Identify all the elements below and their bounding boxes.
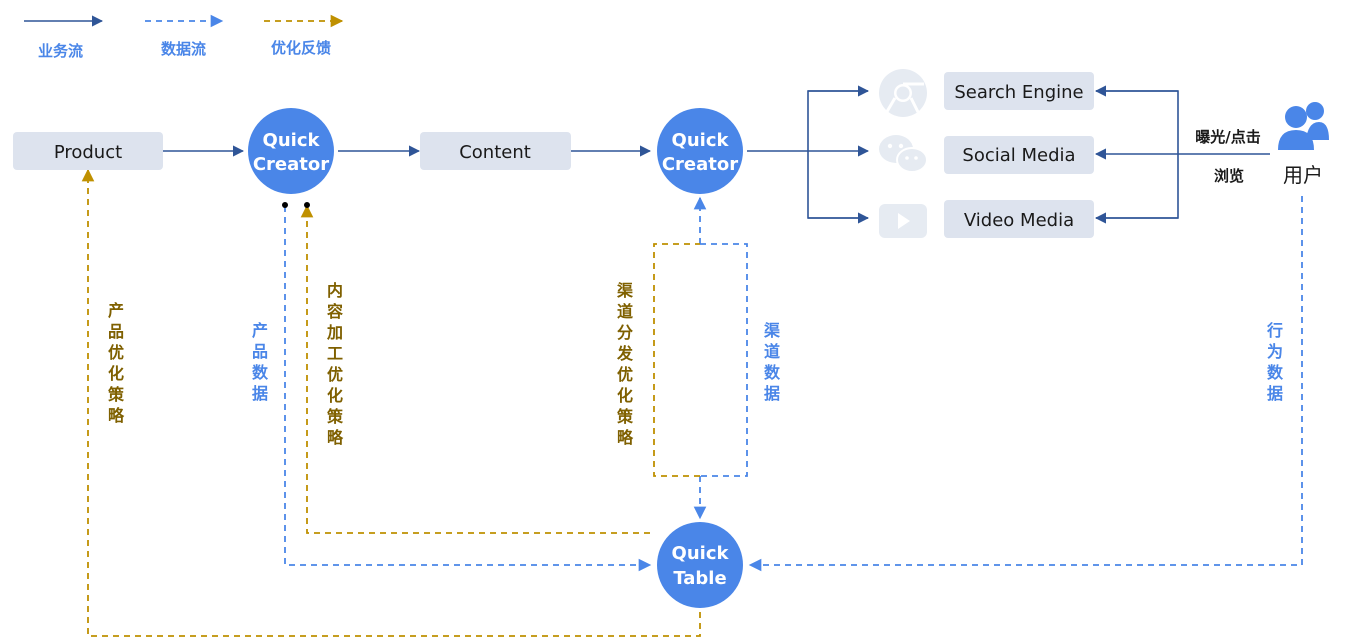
legend-data-flow-label: 数据流 bbox=[161, 40, 206, 58]
quick-creator-1-line1: Quick bbox=[263, 130, 321, 151]
vlabel-channel-strategy-text: 渠道分发优化策略 bbox=[616, 281, 634, 447]
channel-strategy-box-left bbox=[653, 243, 700, 477]
vlabel-behavior-data: 行为数据 bbox=[1266, 321, 1284, 403]
connector-dot-right bbox=[304, 202, 310, 208]
search-engine-box[interactable]: Search Engine bbox=[944, 72, 1094, 110]
video-play-icon bbox=[879, 204, 927, 238]
quick-creator-node-1[interactable]: Quick Creator bbox=[248, 108, 334, 194]
vlabel-product-data-text: 产品数据 bbox=[252, 321, 269, 403]
legend: 业务流 数据流 优化反馈 bbox=[24, 14, 344, 60]
vlabel-product-data: 产品数据 bbox=[252, 321, 269, 403]
quick-creator-1-line2: Creator bbox=[253, 154, 329, 175]
content-label: Content bbox=[459, 142, 531, 163]
vlabel-channel-data: 渠道数据 bbox=[764, 321, 781, 403]
vlabel-product-strategy: 产品优化策略 bbox=[107, 301, 125, 425]
quick-table-line2: Table bbox=[673, 568, 726, 589]
legend-business-flow-label: 业务流 bbox=[38, 42, 83, 60]
data-flow-connectors bbox=[284, 196, 1303, 572]
business-flow-connectors bbox=[163, 85, 1270, 224]
quick-table-node[interactable]: Quick Table bbox=[657, 522, 743, 608]
quick-table-line1: Quick bbox=[672, 543, 730, 564]
product-label: Product bbox=[54, 142, 122, 163]
vlabel-behavior-data-text: 行为数据 bbox=[1266, 321, 1284, 403]
content-node[interactable]: Content bbox=[420, 132, 571, 170]
video-media-label: Video Media bbox=[964, 210, 1074, 231]
search-engine-label: Search Engine bbox=[954, 82, 1083, 103]
users-icon bbox=[1278, 102, 1329, 150]
vlabel-content-strategy: 内容加工优化策略 bbox=[326, 281, 344, 447]
feedback-connectors bbox=[81, 168, 701, 637]
quick-creator-2-line2: Creator bbox=[662, 154, 738, 175]
vlabel-content-strategy-text: 内容加工优化策略 bbox=[326, 281, 344, 447]
connector-dot-left bbox=[282, 202, 288, 208]
vlabel-channel-strategy: 渠道分发优化策略 bbox=[616, 281, 634, 447]
connector-branch-vertical bbox=[807, 90, 868, 219]
user-label: 用户 bbox=[1283, 163, 1323, 187]
behavior-data-path bbox=[748, 196, 1303, 572]
social-media-label: Social Media bbox=[962, 145, 1075, 166]
video-media-box[interactable]: Video Media bbox=[944, 200, 1094, 238]
exposure-click-label: 曝光/点击 bbox=[1195, 128, 1260, 146]
product-node[interactable]: Product bbox=[13, 132, 163, 170]
content-strategy-path bbox=[300, 204, 650, 534]
social-media-box[interactable]: Social Media bbox=[944, 136, 1094, 174]
wechat-icon bbox=[879, 135, 928, 173]
chrome-icon bbox=[879, 69, 927, 117]
channel-data-box-right bbox=[700, 243, 748, 477]
quick-creator-node-2[interactable]: Quick Creator bbox=[657, 108, 743, 194]
product-strategy-path bbox=[81, 168, 701, 637]
vlabel-product-strategy-text: 产品优化策略 bbox=[107, 301, 125, 425]
vlabel-channel-data-text: 渠道数据 bbox=[764, 321, 781, 403]
legend-feedback-label: 优化反馈 bbox=[271, 39, 331, 57]
browse-label: 浏览 bbox=[1214, 167, 1244, 185]
quick-creator-2-line1: Quick bbox=[672, 130, 730, 151]
